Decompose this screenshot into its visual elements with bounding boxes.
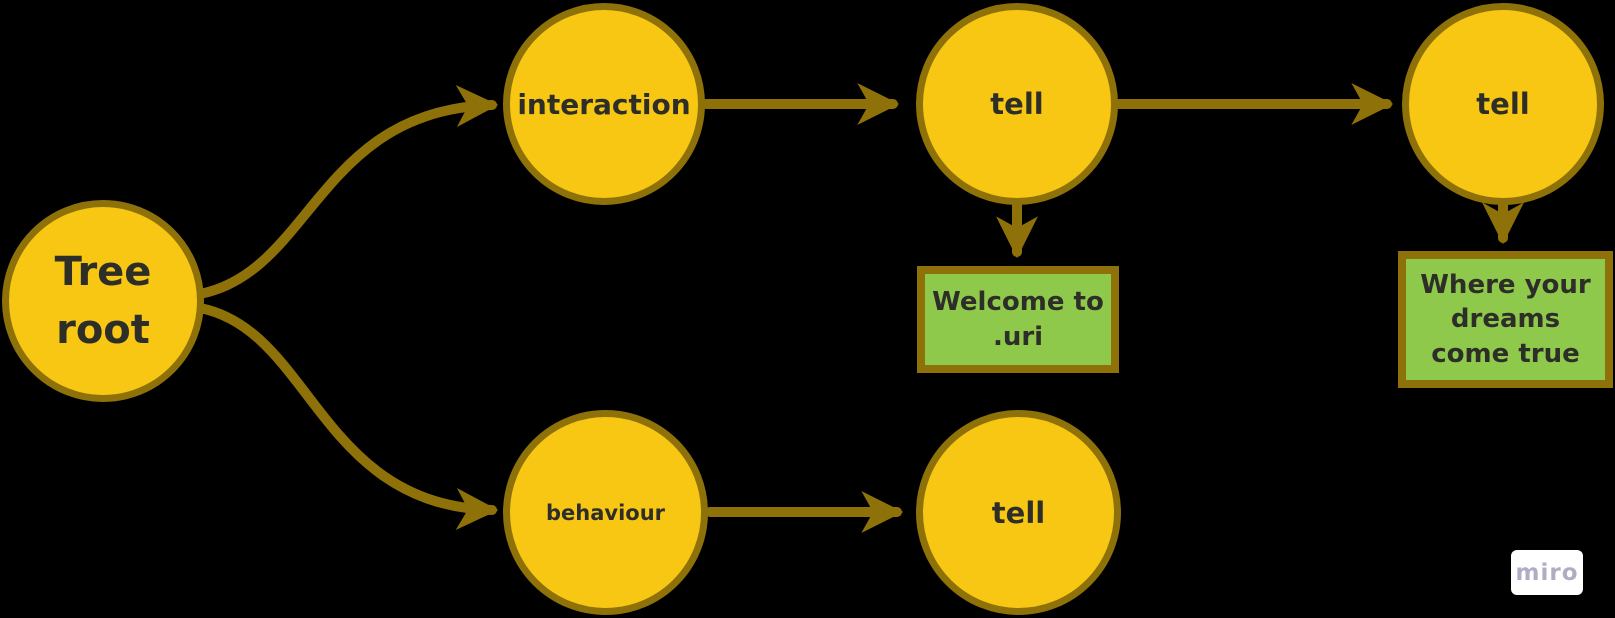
- note-dreams-come-true[interactable]: Where your dreams come true: [1398, 251, 1613, 388]
- node-interaction[interactable]: interaction: [503, 3, 705, 205]
- node-interaction-label: interaction: [517, 87, 691, 121]
- note-welcome-uri-text: Welcome to .uri: [932, 287, 1104, 352]
- note-dreams-come-true-text: Where your dreams come true: [1420, 270, 1591, 369]
- node-tell-bottom-label: tell: [991, 495, 1046, 530]
- node-behaviour[interactable]: behaviour: [503, 410, 708, 615]
- note-welcome-uri[interactable]: Welcome to .uri: [917, 266, 1119, 373]
- node-tell-top-label: tell: [990, 87, 1044, 121]
- miro-logo-badge[interactable]: miro: [1511, 550, 1583, 595]
- node-tree-root[interactable]: Tree root: [2, 200, 204, 402]
- connector-root-to-interaction[interactable]: [195, 85, 499, 299]
- node-tell-bottom[interactable]: tell: [916, 410, 1121, 615]
- node-tell-top[interactable]: tell: [916, 3, 1118, 205]
- connector-root-to-behaviour[interactable]: [195, 303, 499, 530]
- node-tell-right[interactable]: tell: [1402, 3, 1604, 205]
- node-behaviour-label: behaviour: [545, 500, 666, 525]
- node-tree-root-label: Tree root: [54, 249, 152, 353]
- miro-logo-text: miro: [1515, 559, 1579, 586]
- node-tell-right-label: tell: [1476, 87, 1530, 121]
